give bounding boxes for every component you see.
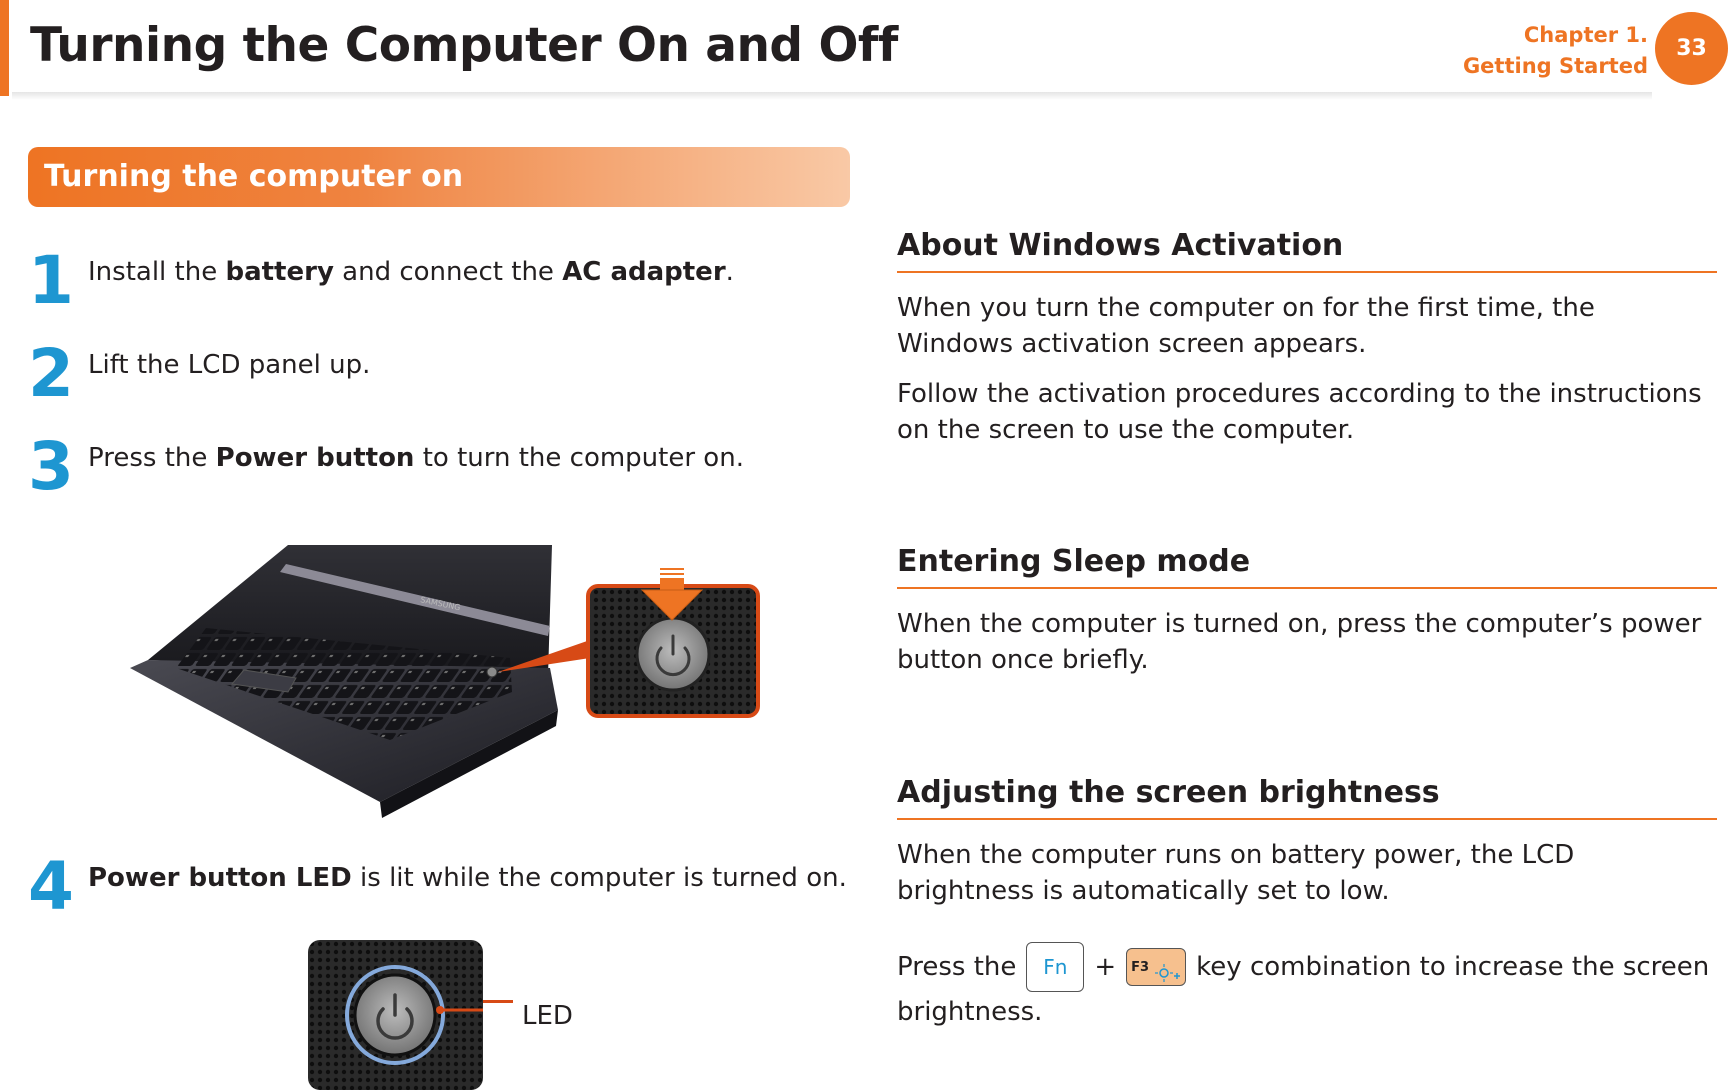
step-number-2: 2 [28, 335, 74, 412]
fn-key: Fn [1026, 942, 1085, 992]
f3-key-label: F3 [1131, 960, 1150, 975]
chapter-label: Chapter 1. Getting Started [1463, 20, 1648, 82]
sleep-paragraph: When the computer is turned on, press th… [897, 609, 1702, 675]
brightness-paragraph-end: brightness. [897, 997, 1043, 1027]
step-number-1: 1 [28, 242, 74, 319]
step-text-3: Press the Power button to turn the compu… [88, 443, 744, 473]
term-battery: battery [225, 257, 334, 287]
term-ac-adapter: AC adapter [562, 257, 726, 287]
press-the-text: Press the [897, 952, 1017, 982]
header-accent-bar [0, 0, 9, 96]
page-number-badge: 33 [1655, 12, 1728, 85]
led-ring [345, 965, 445, 1065]
step-text-4: Power button LED is lit while the comput… [88, 863, 847, 893]
section-banner: Turning the computer on [28, 147, 850, 207]
power-led-illustration [308, 940, 483, 1090]
brightness-paragraph: When the computer runs on battery power,… [897, 840, 1575, 906]
step-number-4: 4 [28, 848, 74, 925]
step-text-2: Lift the LCD panel up. [88, 350, 371, 380]
led-leader-line [483, 1000, 513, 1003]
brightness-instruction: Press the Fn + F3 key combination to inc… [897, 942, 1717, 992]
arrow-down-icon [640, 568, 704, 621]
chapter-number: Chapter 1. [1523, 23, 1648, 47]
step-text-1: Install the battery and connect the AC a… [88, 257, 734, 287]
chapter-name: Getting Started [1462, 54, 1648, 78]
laptop-keyboard [176, 628, 512, 740]
plus-sign: + [1094, 952, 1117, 982]
term-power-button: Power button [215, 443, 415, 473]
power-icon [655, 634, 691, 677]
laptop-illustration: SAMSUNG [130, 545, 760, 818]
f3-key: F3 [1126, 948, 1187, 986]
laptop-power-button [486, 666, 498, 678]
section-title: Turning the computer on [44, 159, 464, 194]
term-power-button-led: Power button LED [88, 863, 352, 893]
power-icon [376, 993, 414, 1040]
header-divider [12, 92, 1652, 100]
activation-paragraph-2: Follow the activation procedures accordi… [897, 379, 1702, 445]
led-label: LED [522, 1001, 573, 1031]
brightness-heading: Adjusting the screen brightness [897, 775, 1717, 820]
page-title: Turning the Computer On and Off [30, 18, 898, 73]
key-combination-text: key combination to increase the screen [1196, 952, 1710, 982]
sleep-heading: Entering Sleep mode [897, 544, 1717, 589]
brightness-up-icon [1155, 964, 1181, 982]
page-number: 33 [1676, 36, 1707, 61]
step-number-3: 3 [28, 428, 74, 505]
activation-paragraph-1: When you turn the computer on for the fi… [897, 293, 1595, 359]
activation-heading: About Windows Activation [897, 228, 1717, 273]
